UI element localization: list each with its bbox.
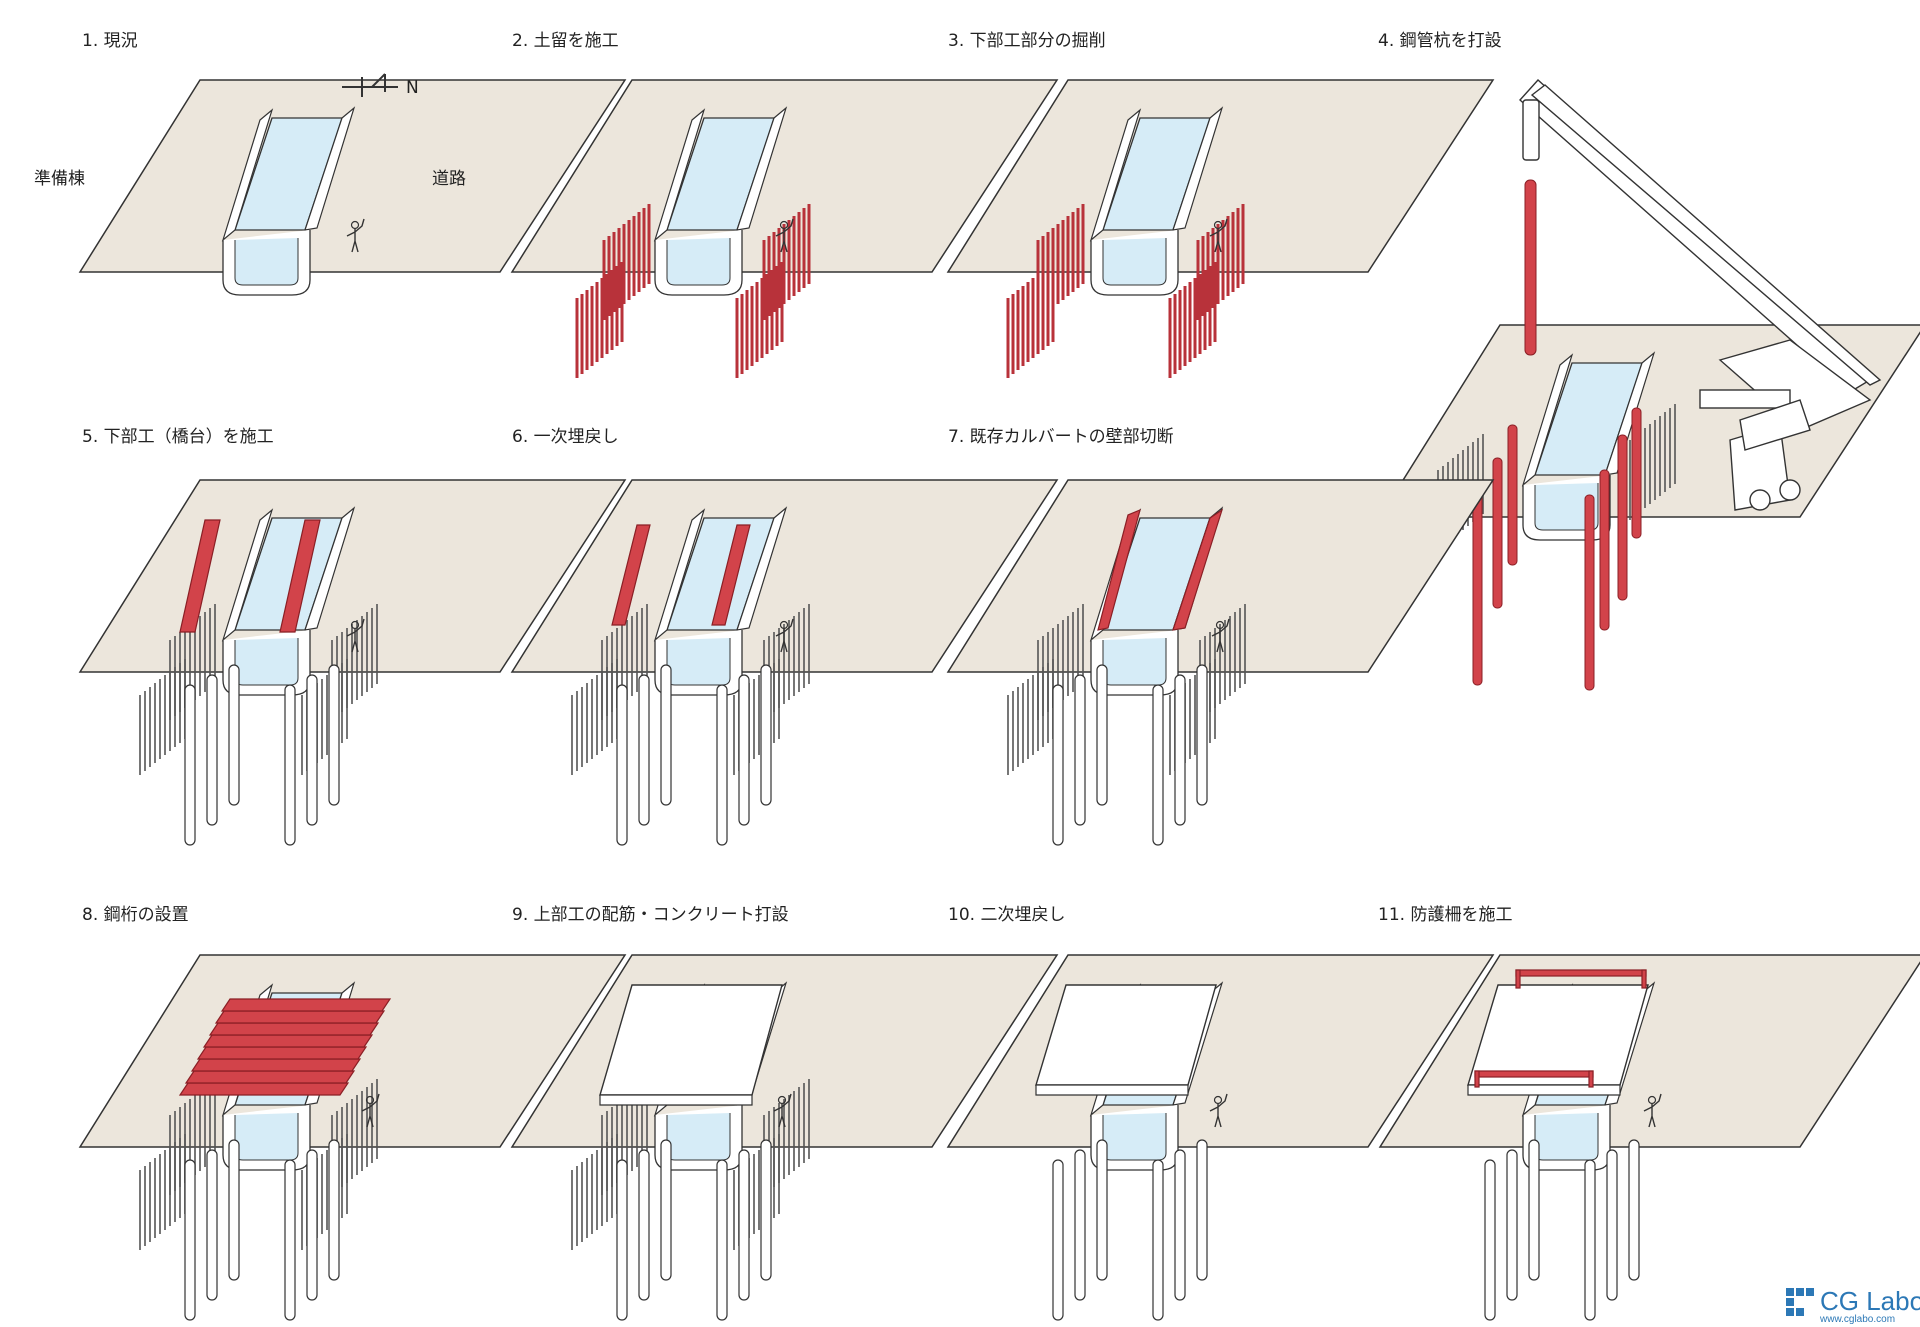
panel-11-guard-fence xyxy=(1379,954,1920,1321)
panel-6-first-backfill xyxy=(511,479,1058,846)
step-3-label: 3. 下部工部分の掘削 xyxy=(948,31,1106,51)
step-6-label: 6. 一次埋戻し xyxy=(512,427,619,447)
step-11-label: 11. 防護柵を施工 xyxy=(1378,905,1512,925)
panel-3-excavation xyxy=(947,79,1494,380)
step-10-label: 10. 二次埋戻し xyxy=(948,905,1065,925)
logo-icon xyxy=(1786,1288,1814,1316)
steel-piles-red xyxy=(1472,179,1642,691)
panel-4-steel-pile-driving xyxy=(1379,79,1920,691)
left-area-label: 準備棟 xyxy=(34,169,85,189)
brand-name: CG Labo xyxy=(1820,1286,1920,1316)
step-5-label: 5. 下部工（橋台）を施工 xyxy=(82,427,274,447)
north-label: N xyxy=(406,78,419,98)
brand-url: www.cglabo.com xyxy=(1819,1314,1895,1325)
panel-8-steel-girder xyxy=(79,954,626,1321)
step-labels: 1. 現況 2. 土留を施工 3. 下部工部分の掘削 4. 鋼管杭を打設 5. … xyxy=(82,31,1512,925)
step-1-label: 1. 現況 xyxy=(82,31,138,51)
step-4-label: 4. 鋼管杭を打設 xyxy=(1378,31,1502,51)
panel-10-second-backfill xyxy=(947,954,1494,1321)
step-7-label: 7. 既存カルバートの壁部切断 xyxy=(948,427,1174,447)
steel-girders xyxy=(178,998,392,1096)
guard-fence xyxy=(1474,969,1647,1088)
brand-logo: CG Labo www.cglabo.com xyxy=(1786,1286,1920,1325)
north-arrow-icon: N xyxy=(342,73,419,98)
right-area-label: 道路 xyxy=(432,169,466,189)
panel-5-abutment xyxy=(79,479,626,846)
step-8-label: 8. 鋼桁の設置 xyxy=(82,905,189,925)
panel-7-culvert-wall-cut xyxy=(947,479,1494,846)
step-9-label: 9. 上部工の配筋・コンクリート打設 xyxy=(512,905,789,925)
crane-icon xyxy=(1519,79,1882,511)
panel-9-superstructure-concrete xyxy=(511,954,1058,1321)
step-2-label: 2. 土留を施工 xyxy=(512,31,619,51)
